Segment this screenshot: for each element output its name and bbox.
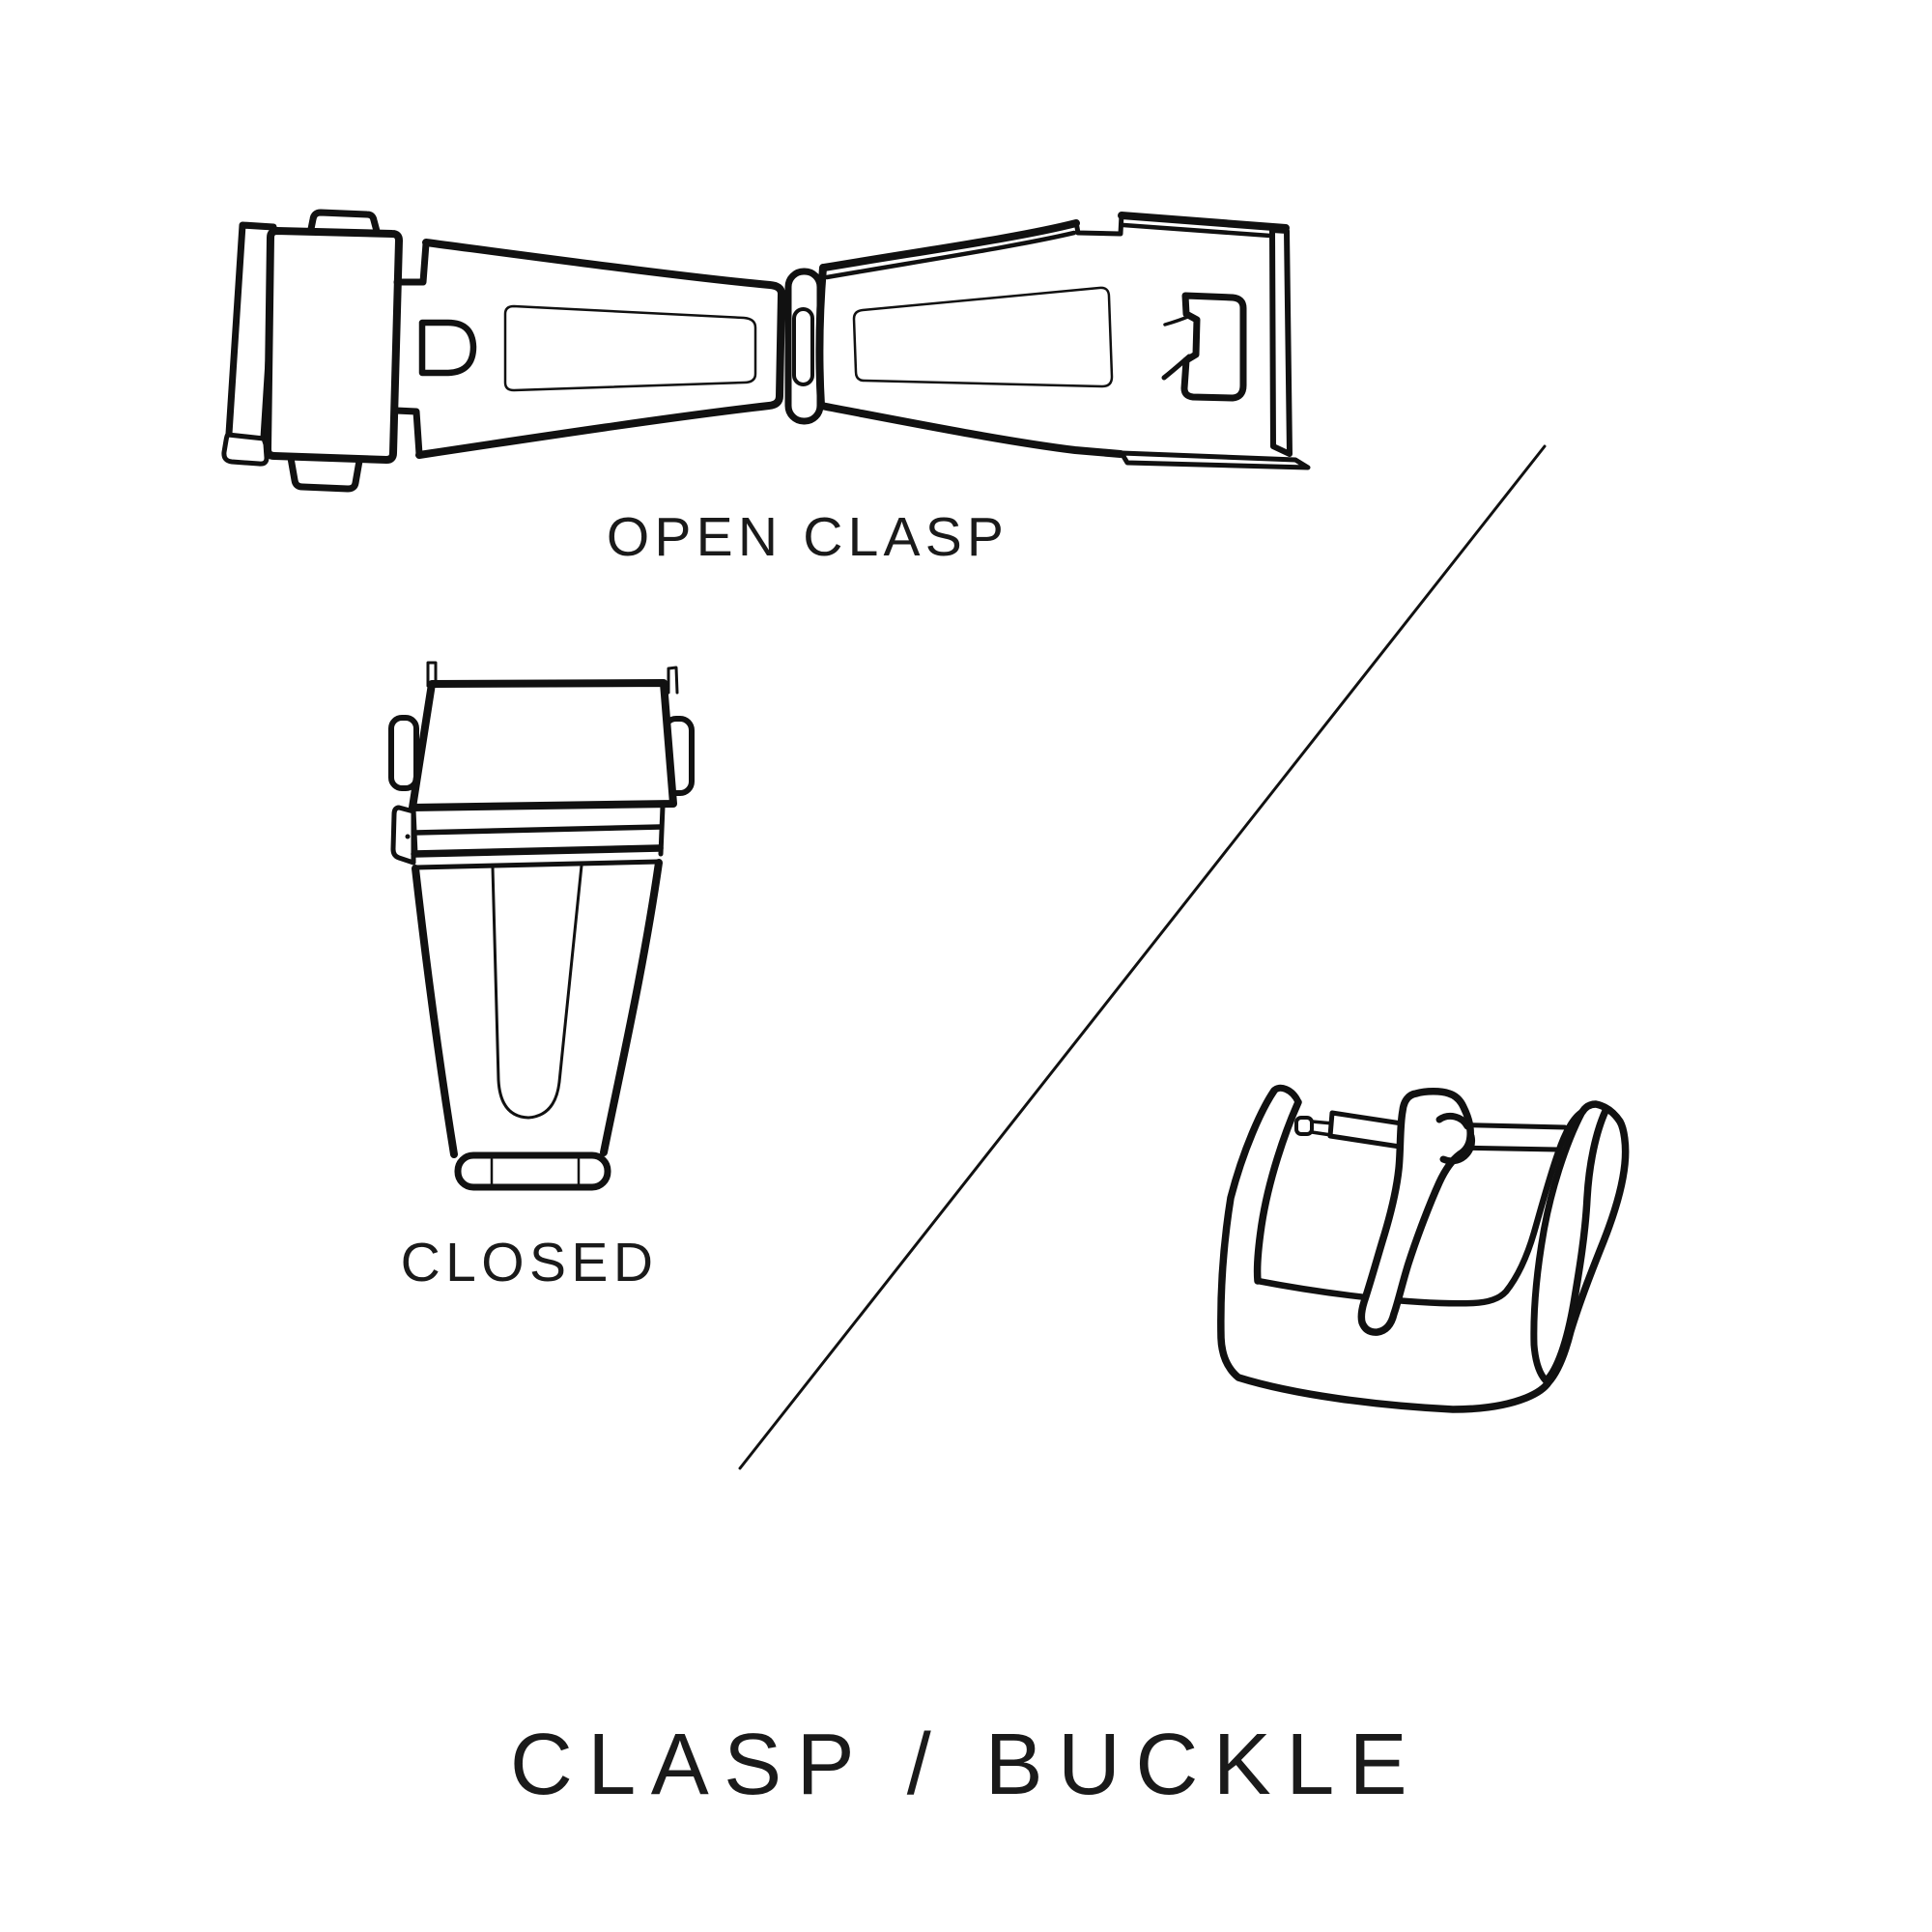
svg-text:CLASP / BUCKLE: CLASP / BUCKLE xyxy=(510,1717,1422,1813)
svg-text:CLOSED: CLOSED xyxy=(401,1232,659,1293)
svg-text:OPEN CLASP: OPEN CLASP xyxy=(607,506,1009,568)
